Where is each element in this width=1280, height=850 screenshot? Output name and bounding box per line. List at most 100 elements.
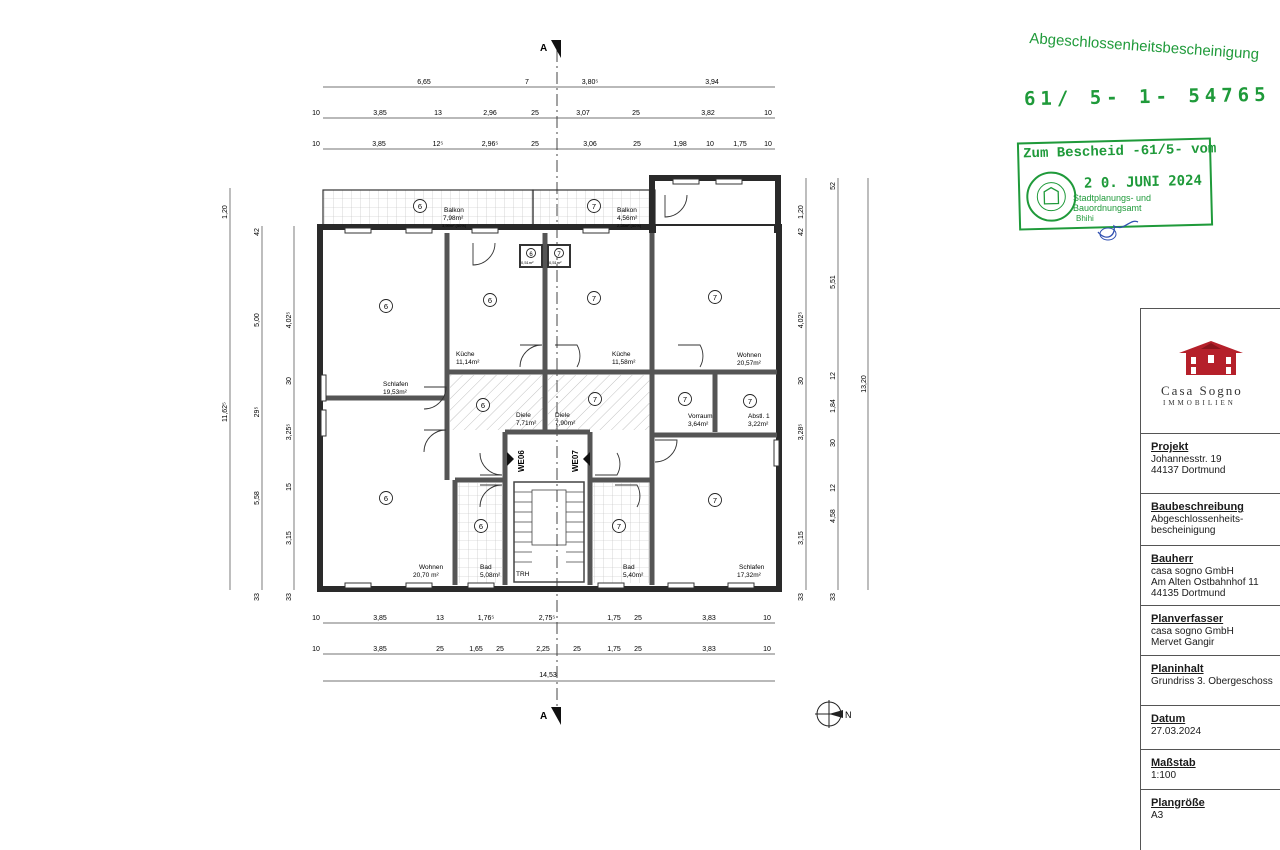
stamp-number: 61/ 5- 1- 54765: [1023, 83, 1271, 111]
svg-text:20,57m²: 20,57m²: [737, 360, 762, 367]
dim-right-label: 3,15: [798, 531, 805, 545]
dimension-lines: [229, 86, 869, 682]
dim-bottom-label: 10: [312, 615, 320, 622]
svg-text:7,71m²: 7,71m²: [516, 420, 537, 427]
svg-text:3,99m² (50%): 3,99m² (50%): [442, 223, 467, 228]
dim-top-label: 12⁵: [433, 141, 444, 148]
section-mark-bottom: A: [540, 711, 547, 722]
dim-left-label: 11,62⁵: [222, 402, 229, 422]
dim-top-label: 13: [434, 110, 442, 117]
svg-text:Balkon: Balkon: [444, 207, 464, 214]
dim-right-label: 12: [830, 484, 837, 492]
svg-text:Schlafen: Schlafen: [739, 564, 765, 571]
dim-right-label: 42: [798, 228, 805, 236]
dim-left-label: 30: [286, 377, 293, 385]
svg-text:6: 6: [529, 252, 533, 258]
dim-top-label: 10: [312, 141, 320, 148]
svg-text:6: 6: [488, 296, 492, 305]
dim-left-label: 5,58: [254, 491, 261, 505]
north-label: N: [845, 710, 852, 720]
dim-bottom-label: 25: [573, 646, 581, 653]
titleblock-planinhalt: Planinhalt Grundriss 3. Obergeschoss: [1141, 655, 1280, 706]
dim-left-label: 33: [286, 593, 293, 601]
svg-text:7: 7: [748, 397, 752, 406]
svg-text:2,28m² (50%): 2,28m² (50%): [617, 223, 642, 228]
svg-text:7: 7: [592, 202, 596, 211]
section-mark-top: A: [540, 43, 547, 54]
dim-right-label: 13,20: [861, 375, 868, 393]
dim-top-label: 10: [764, 141, 772, 148]
svg-text:11,14m²: 11,14m²: [456, 359, 480, 366]
titleblock-projekt: Projekt Johannesstr. 19 44137 Dortmund: [1141, 433, 1280, 494]
dim-bottom-label: 10: [312, 646, 320, 653]
dim-top-label: 3,85: [372, 141, 386, 148]
dim-top-label: 7: [525, 79, 529, 86]
svg-text:Bad: Bad: [623, 564, 635, 571]
stairwell: [513, 481, 585, 583]
dim-bottom-label: 3,83: [702, 615, 716, 622]
shaft-area-6: 0,51m²: [521, 260, 534, 265]
svg-text:19,53m²: 19,53m²: [383, 389, 408, 396]
svg-text:5,08m²: 5,08m²: [480, 572, 501, 579]
dim-bottom-label: 10: [763, 646, 771, 653]
titleblock-massstab: Maßstab 1:100: [1141, 749, 1280, 790]
signature-scribble-icon: [1097, 220, 1139, 241]
north-arrow-icon: [815, 700, 843, 728]
titleblock-datum: Datum 27.03.2024: [1141, 705, 1280, 750]
dim-right-label: 4,02⁵: [798, 312, 805, 329]
dim-bottom-label: 1,76⁵: [478, 615, 495, 622]
titleblock-planverfasser: Planverfasser casa sogno GmbH Mervet Gan…: [1141, 605, 1280, 656]
dim-right-label: 33: [798, 593, 805, 601]
balcony-unit-6: [322, 189, 534, 228]
company-logo: Casa Sogno IMMOBILIEN: [1141, 309, 1280, 434]
dim-left-label: 1,20: [222, 205, 229, 219]
svg-text:Balkon: Balkon: [617, 207, 637, 214]
dim-right-label: 3,28⁵: [798, 424, 805, 441]
trh-label: TRH: [516, 571, 530, 578]
svg-text:Bad: Bad: [480, 564, 492, 571]
dim-top-label: 1,98: [673, 141, 687, 148]
dim-left-label: 42: [254, 228, 261, 236]
svg-text:Wohnen: Wohnen: [737, 352, 761, 359]
dim-bottom-label: 1,75: [607, 646, 621, 653]
dim-right-label: 1,20: [798, 205, 805, 219]
svg-text:6: 6: [481, 401, 485, 410]
svg-text:Diele: Diele: [555, 412, 570, 419]
floor-diele-6: [450, 375, 543, 430]
dim-bottom-label: 2,25: [536, 646, 550, 653]
shaft-unit-6: [519, 244, 543, 268]
dim-left-label: 29⁵: [254, 407, 261, 418]
svg-text:3,22m²: 3,22m²: [748, 421, 769, 428]
we06-arrow-icon: [507, 452, 514, 466]
floor-plan: A A N 0,51m² 0,51m²: [222, 40, 869, 728]
svg-text:6: 6: [384, 494, 388, 503]
dim-right-label: 33: [830, 593, 837, 601]
approval-date: 2 0. JUNI 2024: [1083, 172, 1203, 192]
dim-right-label: 30: [798, 377, 805, 385]
svg-text:Schlafen: Schlafen: [383, 381, 409, 388]
logo-subtitle: IMMOBILIEN: [1163, 399, 1236, 407]
dim-left-label: 3,25⁵: [286, 424, 293, 441]
dim-top-label: 10: [312, 110, 320, 117]
approval-stamp-heading: Zum Bescheid -61/5- vom: [1022, 141, 1217, 163]
svg-text:7: 7: [557, 252, 561, 258]
title-block: Casa Sogno IMMOBILIEN Projekt Johannesst…: [1140, 308, 1280, 850]
unit-markers: [379, 199, 757, 533]
svg-text:7,98m²: 7,98m²: [443, 215, 464, 222]
dim-left-label: 15: [286, 483, 293, 491]
section-arrow-bottom: [551, 707, 561, 725]
dim-top-label: 1,75: [733, 141, 747, 148]
dim-top-label: 2,96⁵: [482, 141, 499, 148]
dim-top-label: 25: [531, 141, 539, 148]
floor-bad-6: [458, 483, 503, 583]
dim-top-label: 25: [531, 110, 539, 117]
svg-text:7: 7: [617, 522, 621, 531]
dims-right: 521,20425,514,02⁵12301,8413,20303,28⁵124…: [798, 182, 868, 601]
dim-top-label: 3,07: [576, 110, 590, 117]
dim-top-label: 2,96: [483, 110, 497, 117]
windows: [320, 178, 780, 589]
svg-text:7: 7: [592, 294, 596, 303]
section-arrow-top: [551, 40, 561, 58]
svg-text:4,56m²: 4,56m²: [617, 215, 638, 222]
